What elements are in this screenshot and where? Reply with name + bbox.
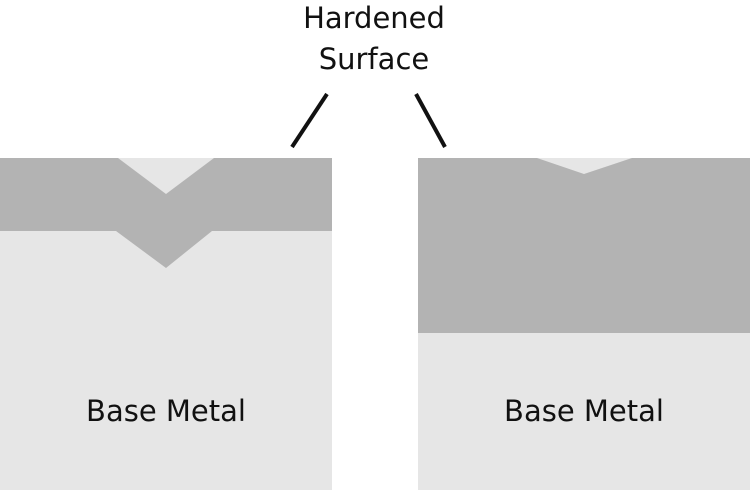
hardened-surface-callout: Hardened Surface bbox=[290, 1, 447, 149]
left-hardened-layer bbox=[0, 158, 332, 268]
leader-line-right bbox=[414, 93, 447, 148]
right-sample: Base Metal bbox=[418, 158, 750, 490]
left-base-metal-label: Base Metal bbox=[86, 394, 246, 428]
left-sample: Base Metal bbox=[0, 158, 332, 490]
right-base-metal-label: Base Metal bbox=[504, 394, 664, 428]
right-hardened-layer bbox=[418, 158, 750, 333]
leader-line-left bbox=[290, 92, 329, 149]
callout-label-line1: Hardened bbox=[303, 1, 445, 35]
callout-label-line2: Surface bbox=[319, 42, 429, 76]
